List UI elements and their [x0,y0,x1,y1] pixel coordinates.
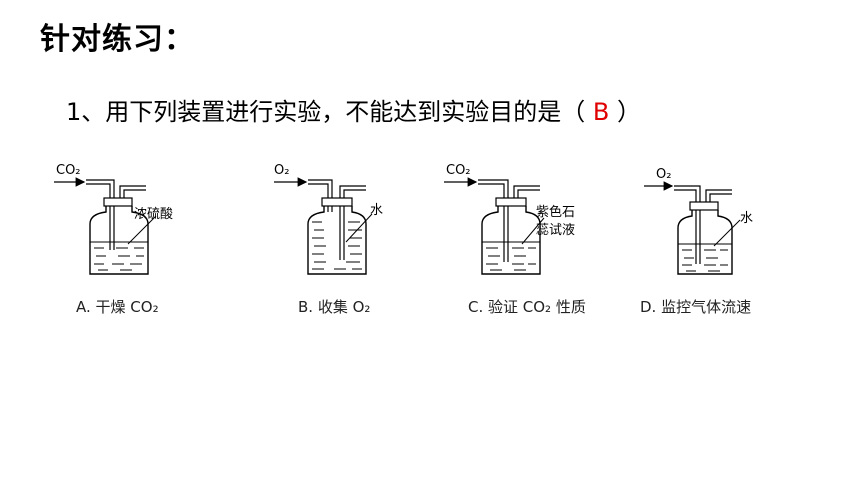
question-text: 1、用下列装置进行实验，不能达到实验目的是（ B ） [66,92,641,127]
caption-b: B. 收集 O₂ [298,298,370,316]
liquid-label-a: 浓硫酸 [134,207,173,222]
liquid-label-c-1: 紫色石 [536,204,575,220]
bottle-d [677,210,733,275]
question-prefix: 1、用下列装置进行实验，不能达到实验目的是（ [66,98,586,126]
stopper-b [321,197,353,207]
bottle-c [481,206,541,275]
apparatus-a: CO₂ 浓硫酸 A. 干燥 CO₂ [54,163,173,316]
answer-letter: B [592,98,610,126]
stopper-a [103,197,133,207]
question-suffix: ） [617,98,642,126]
gas-label-b: O₂ [274,163,289,178]
apparatus-c: CO₂ 紫色石 蕊试液 C. 验证 CO₂ 性质 [444,163,586,316]
gas-label-d: O₂ [656,167,671,182]
caption-a: A. 干燥 CO₂ [76,298,159,316]
gas-label-a: CO₂ [56,163,81,178]
bottle-b [307,206,367,275]
liquid-label-d: 水 [740,211,753,226]
stopper-c [495,197,527,207]
slide-title: 针对练习： [40,22,195,57]
gas-label-c: CO₂ [446,163,471,178]
caption-d: D. 监控气体流速 [640,298,751,316]
apparatus-b: O₂ 水 B. 收集 O₂ [274,163,383,316]
bottle-a [89,206,149,275]
caption-c: C. 验证 CO₂ 性质 [468,298,586,316]
apparatus-d: O₂ 水 D. 监控气体流速 [640,167,753,316]
apparatus-figure: CO₂ 浓硫酸 A. 干燥 CO₂ [50,150,810,335]
liquid-label-b: 水 [370,203,383,218]
liquid-label-c-2: 蕊试液 [536,223,575,238]
apparatus-drawing: CO₂ 浓硫酸 A. 干燥 CO₂ [54,163,753,316]
stopper-d [689,201,719,211]
